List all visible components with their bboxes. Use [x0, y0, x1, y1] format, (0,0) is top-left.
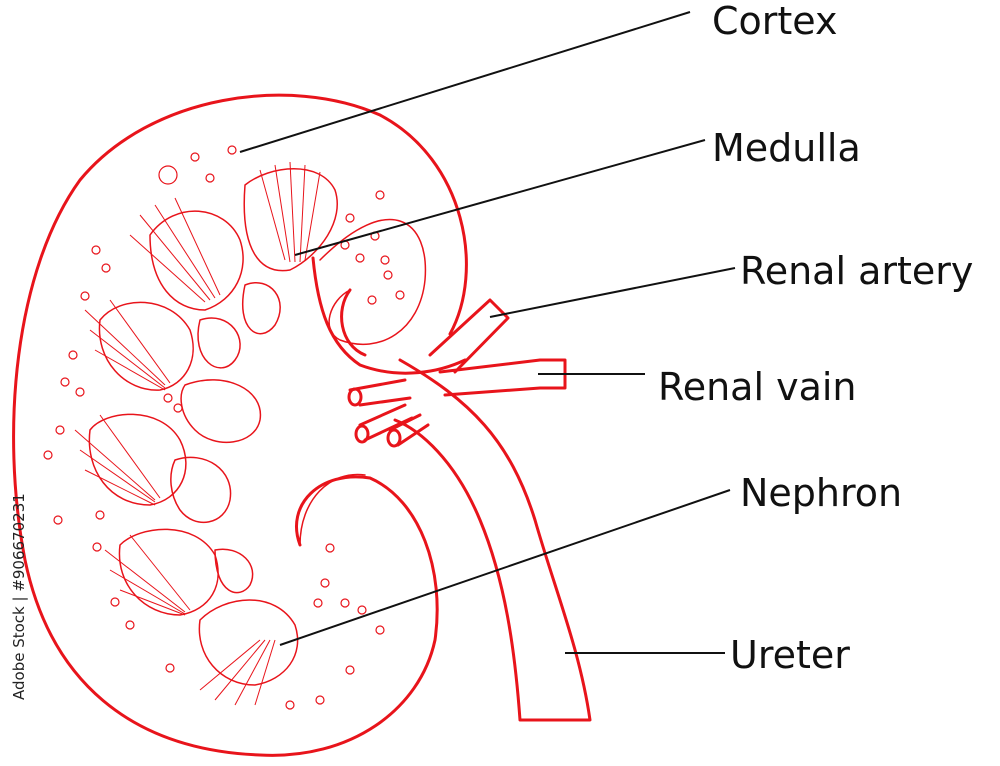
glomerulus: [340, 598, 350, 608]
leader-cortex: [239, 11, 691, 153]
renal-pyramids: [88, 168, 338, 686]
vessel-end-2: [354, 424, 370, 444]
glomerulus: [158, 165, 178, 185]
glomerulus: [101, 263, 111, 273]
label-renal-artery: Renal artery: [740, 249, 973, 293]
pyramid-5: [118, 528, 219, 616]
pyramid-6: [198, 599, 299, 686]
glomerulus: [173, 403, 183, 413]
glomerulus: [367, 295, 377, 305]
vessel-end-3: [386, 428, 402, 448]
label-renal-vein: Renal vain: [658, 365, 857, 409]
label-cortex: Cortex: [712, 0, 838, 43]
glomerulus: [375, 190, 385, 200]
kidney-capsule-outline: [12, 93, 468, 757]
glomerulus: [325, 543, 335, 553]
glomerulus: [125, 620, 135, 630]
glomerulus: [355, 253, 365, 263]
pyramid-2: [149, 210, 244, 311]
calyx-1: [241, 282, 281, 335]
glomerulus: [95, 510, 105, 520]
label-ureter: Ureter: [730, 633, 850, 677]
calyx-4: [170, 456, 232, 524]
vessel-branch-1: [348, 378, 412, 407]
glomerulus: [285, 700, 295, 710]
glomerulus: [53, 515, 63, 525]
glomerulus: [395, 290, 405, 300]
vessel-branch-3: [388, 413, 430, 447]
glomerulus: [80, 291, 90, 301]
glomerulus: [110, 597, 120, 607]
glomerulus: [163, 393, 173, 403]
renal-vein: [438, 358, 567, 397]
leader-medulla: [294, 139, 706, 256]
vessel-end-1: [347, 387, 363, 407]
label-medulla: Medulla: [712, 126, 861, 170]
hilum-lower-curve: [299, 473, 366, 546]
leader-renal-artery: [489, 267, 736, 318]
pyramid-3: [98, 301, 194, 391]
glomerulus: [345, 665, 355, 675]
cortex-glomeruli: [43, 145, 405, 710]
label-nephron: Nephron: [740, 471, 902, 515]
glomerulus: [92, 542, 102, 552]
glomerulus: [375, 625, 385, 635]
calyx-5: [214, 548, 254, 594]
medullary-rays: [74, 161, 321, 706]
leader-lines: [239, 11, 736, 654]
glomerulus: [190, 152, 200, 162]
calyx-2: [197, 317, 241, 369]
glomerulus: [43, 450, 53, 460]
glomerulus: [313, 598, 323, 608]
renal-pelvis-edge: [340, 288, 367, 357]
glomerulus: [55, 425, 65, 435]
calyx-3: [180, 379, 262, 444]
glomerulus: [60, 377, 70, 387]
glomerulus: [315, 695, 325, 705]
glomerulus: [68, 350, 78, 360]
pyramid-1: [243, 168, 338, 272]
glomerulus: [227, 145, 237, 155]
stock-watermark: Adobe Stock | #906670231: [10, 493, 28, 700]
renal-artery: [428, 298, 510, 374]
glomerulus: [320, 578, 330, 588]
glomerulus: [380, 255, 390, 265]
ureter: [393, 358, 592, 722]
pyramid-4: [88, 413, 187, 506]
glomerulus: [357, 605, 367, 615]
leader-nephron: [279, 489, 731, 646]
glomerulus: [91, 245, 101, 255]
glomerulus: [205, 173, 215, 183]
glomerulus: [75, 387, 85, 397]
glomerulus: [345, 213, 355, 223]
glomerulus: [165, 663, 175, 673]
glomerulus: [383, 270, 393, 280]
renal-sinus-upper-edge: [311, 256, 467, 375]
